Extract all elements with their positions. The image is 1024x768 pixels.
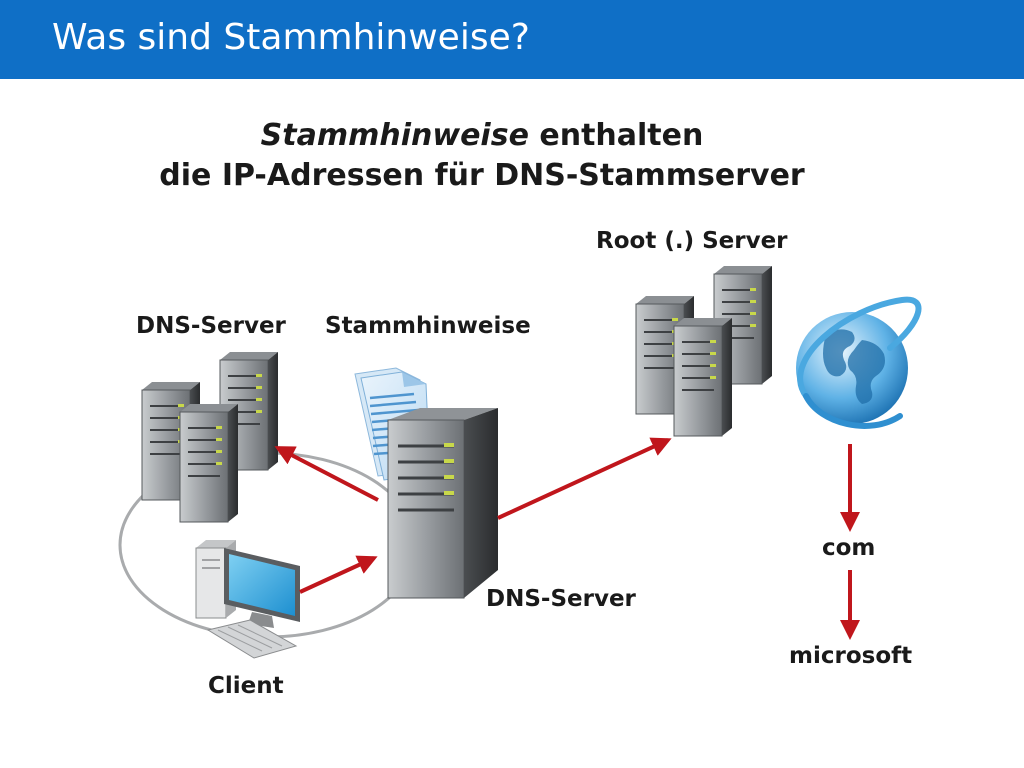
dns-server-center-icon [387,408,498,599]
slide-heading: Stammhinweise enthalten die IP-Adressen … [0,116,964,196]
dns-server-center-label: DNS-Server [486,586,636,612]
microsoft-label: microsoft [789,643,913,669]
arrow-client-to-center [299,555,378,594]
heading-line-2: die IP-Adressen für DNS-Stammserver [159,158,805,193]
arrow-center-to-root [497,437,672,520]
com-label: com [822,535,876,561]
arrows [274,437,860,640]
slide-title: Was sind Stammhinweise? [52,17,530,58]
root-server-cluster-icon [635,265,773,437]
client-label: Client [208,673,284,699]
heading-emphasis: Stammhinweise [260,118,529,153]
stammhinweise-label: Stammhinweise [325,313,531,339]
arrow-center-to-left-server [274,446,379,502]
dns-server-left-label: DNS-Server [136,313,286,339]
globe-icon [796,296,922,429]
desktop-computer-icon [195,540,300,659]
dns-server-left-cluster-icon [141,351,279,523]
title-bar: Was sind Stammhinweise? [0,0,1024,79]
heading-line-1: Stammhinweise enthalten [0,116,964,156]
heading-line-1-rest: enthalten [528,118,704,153]
root-server-label: Root (.) Server [596,228,788,254]
